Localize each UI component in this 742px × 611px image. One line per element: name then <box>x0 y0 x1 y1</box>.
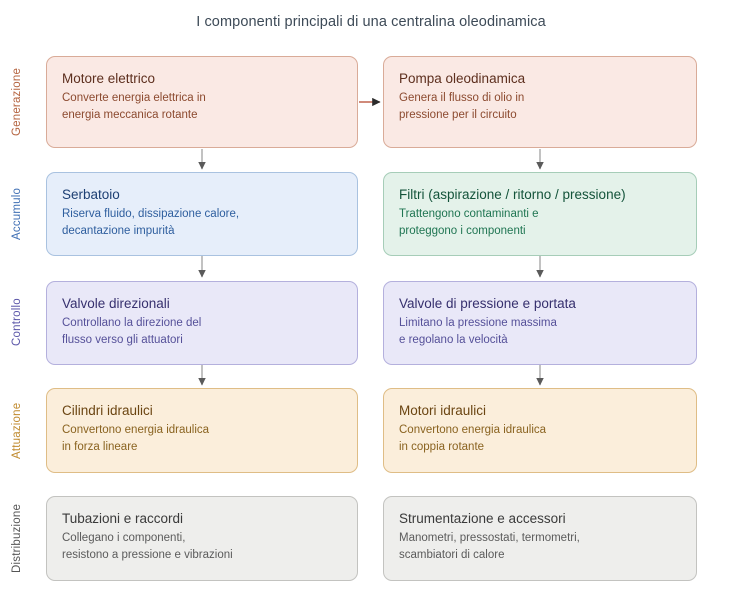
node-title: Filtri (aspirazione / ritorno / pression… <box>399 187 626 202</box>
node-cilindri-idraulici[interactable]: Cilindri idraulici Convertono energia id… <box>46 388 358 473</box>
node-title: Serbatoio <box>62 187 120 202</box>
row-label-distribuzione: Distribuzione <box>11 503 23 574</box>
row-label-accumulo: Accumulo <box>11 187 23 240</box>
node-title: Valvole direzionali <box>62 296 170 311</box>
node-title: Tubazioni e raccordi <box>62 511 184 526</box>
node-description: Genera il flusso di olio in pressione pe… <box>399 92 525 121</box>
node-filtri[interactable]: Filtri (aspirazione / ritorno / pression… <box>383 172 697 256</box>
row-label-attuazione: Attuazione <box>11 402 23 459</box>
node-description: Trattengono contaminanti e proteggono i … <box>399 208 539 237</box>
node-valvole-pressione-portata[interactable]: Valvole di pressione e portata Limitano … <box>383 281 697 365</box>
page-title: I componenti principali di una centralin… <box>196 14 546 30</box>
node-description: Manometri, pressostati, termometri, scam… <box>399 532 580 561</box>
node-title: Motori idraulici <box>399 403 487 418</box>
node-valvole-direzionali[interactable]: Valvole direzionali Controllano la direz… <box>46 281 358 365</box>
node-title: Valvole di pressione e portata <box>399 296 576 311</box>
node-strumentazione-accessori[interactable]: Strumentazione e accessori Manometri, pr… <box>383 496 697 581</box>
node-pompa-oleodinamica[interactable]: Pompa oleodinamica Genera il flusso di o… <box>383 56 697 148</box>
node-description: Limitano la pressione massima e regolano… <box>399 317 557 346</box>
node-description: Converte energia elettrica in energia me… <box>62 92 206 121</box>
node-description: Controllano la direzione del flusso vers… <box>62 317 202 346</box>
node-title: Pompa oleodinamica <box>399 71 526 86</box>
node-motori-idraulici[interactable]: Motori idraulici Convertono energia idra… <box>383 388 697 473</box>
node-tubazioni-raccordi[interactable]: Tubazioni e raccordi Collegano i compone… <box>46 496 358 581</box>
row-label-generazione: Generazione <box>11 67 23 136</box>
node-title: Strumentazione e accessori <box>399 511 566 526</box>
row-label-controllo: Controllo <box>11 298 23 347</box>
node-title: Cilindri idraulici <box>62 403 153 418</box>
node-serbatoio[interactable]: Serbatoio Riserva fluido, dissipazione c… <box>46 172 358 256</box>
node-description: Collegano i componenti, resistono a pres… <box>62 532 233 561</box>
node-title: Motore elettrico <box>62 71 156 86</box>
node-description: Riserva fluido, dissipazione calore, dec… <box>62 208 240 237</box>
node-description: Convertono energia idraulica in coppia r… <box>399 424 547 453</box>
node-description: Convertono energia idraulica in forza li… <box>62 424 210 453</box>
node-motore-elettrico[interactable]: Motore elettrico Converte energia elettr… <box>46 56 358 148</box>
